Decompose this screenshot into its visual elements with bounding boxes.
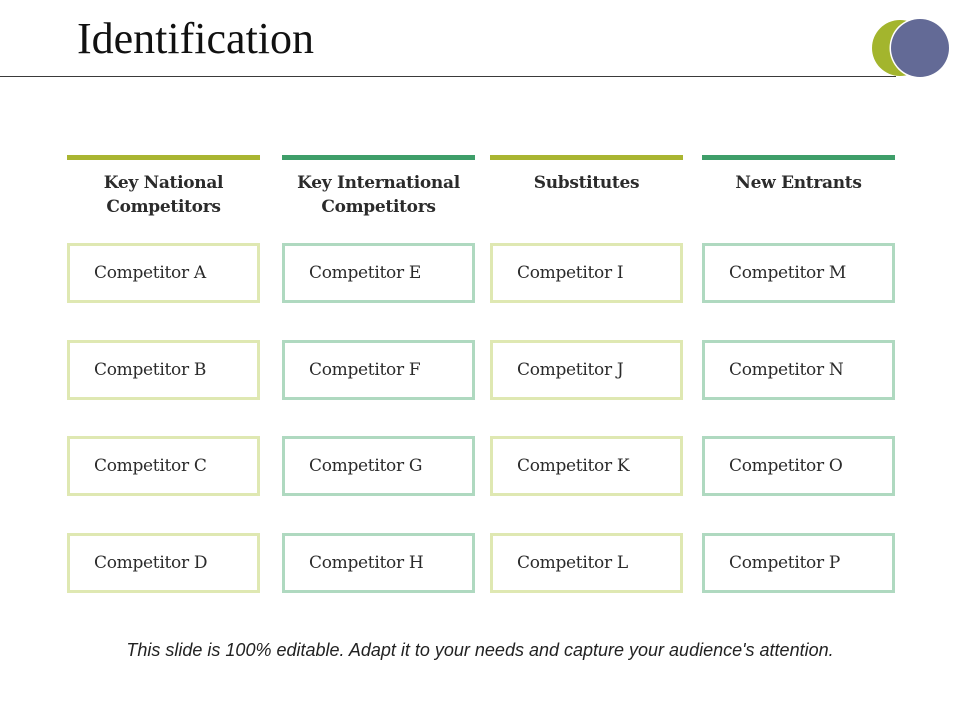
column-accent-bar xyxy=(702,155,895,160)
decorative-blue-circle-icon xyxy=(891,19,949,77)
competitor-box: Competitor I xyxy=(490,243,683,303)
column-accent-bar xyxy=(490,155,683,160)
competitor-box: Competitor F xyxy=(282,340,475,400)
competitor-box: Competitor A xyxy=(67,243,260,303)
column-header: Key International Competitors xyxy=(297,173,460,217)
column-header: Substitutes xyxy=(533,173,640,193)
competitor-box: Competitor D xyxy=(67,533,260,593)
competitor-box: Competitor P xyxy=(702,533,895,593)
column-accent-bar xyxy=(282,155,475,160)
competitor-box: Competitor B xyxy=(67,340,260,400)
competitor-box: Competitor C xyxy=(67,436,260,496)
competitor-box: Competitor H xyxy=(282,533,475,593)
column-header: Key National Competitors xyxy=(103,173,224,217)
competitor-box: Competitor N xyxy=(702,340,895,400)
competitor-box: Competitor G xyxy=(282,436,475,496)
column-new-entrants: New Entrants Competitor M Competitor N C… xyxy=(702,155,895,593)
competitor-box: Competitor O xyxy=(702,436,895,496)
column-substitutes: Substitutes Competitor I Competitor J Co… xyxy=(490,155,683,593)
competitor-box: Competitor M xyxy=(702,243,895,303)
column-accent-bar xyxy=(67,155,260,160)
slide-title: Identification xyxy=(77,14,315,63)
competitor-box: Competitor L xyxy=(490,533,683,593)
title-divider xyxy=(0,76,896,77)
column-key-national-competitors: Key National Competitors Competitor A Co… xyxy=(67,155,260,593)
column-header: New Entrants xyxy=(735,173,862,193)
competitor-box: Competitor E xyxy=(282,243,475,303)
competitor-box: Competitor J xyxy=(490,340,683,400)
competitor-box: Competitor K xyxy=(490,436,683,496)
column-key-international-competitors: Key International Competitors Competitor… xyxy=(282,155,475,593)
footer-caption: This slide is 100% editable. Adapt it to… xyxy=(126,640,834,660)
